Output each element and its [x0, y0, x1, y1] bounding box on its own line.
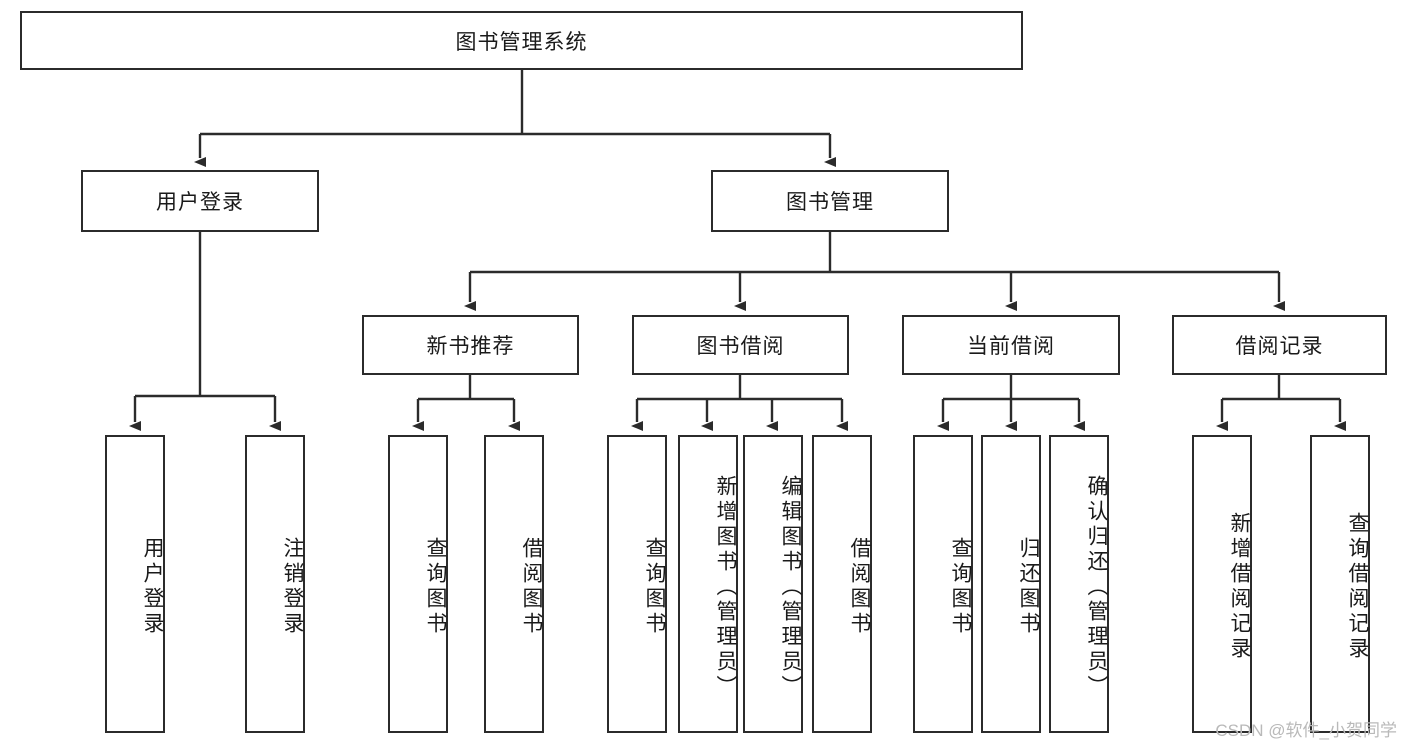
leaf-user-login-login[interactable]: 用户登录: [105, 435, 165, 733]
node-label: 归还图书: [1017, 537, 1040, 637]
leaf-book-borrow-add[interactable]: 新增图书（管理员）: [678, 435, 738, 733]
node-label: 图书借阅: [696, 335, 785, 358]
node-user-login[interactable]: 用户登录: [81, 170, 319, 232]
node-label: 图书管理: [786, 191, 874, 214]
leaf-current-borrow-return[interactable]: 归还图书: [981, 435, 1041, 733]
node-label: 图书管理系统: [455, 30, 588, 54]
leaf-new-book-query[interactable]: 查询图书: [388, 435, 448, 733]
node-label: 用户登录: [156, 191, 244, 214]
node-label: 借阅记录: [1235, 335, 1324, 358]
leaf-user-login-logout[interactable]: 注销登录: [245, 435, 305, 733]
leaf-current-borrow-confirm-return[interactable]: 确认归还（管理员）: [1049, 435, 1109, 733]
node-label: 查询图书: [949, 537, 972, 637]
node-new-book-recommend[interactable]: 新书推荐: [362, 315, 579, 375]
node-label: 确认归还（管理员）: [1085, 474, 1108, 700]
node-label: 用户登录: [141, 537, 164, 637]
leaf-new-book-borrow[interactable]: 借阅图书: [484, 435, 544, 733]
node-label: 查询借阅记录: [1346, 512, 1369, 662]
node-label: 当前借阅: [967, 335, 1055, 358]
node-root-system[interactable]: 图书管理系统: [20, 11, 1023, 70]
node-label: 新增图书（管理员）: [714, 474, 737, 700]
node-label: 新书推荐: [426, 335, 515, 358]
node-label: 查询图书: [643, 537, 666, 637]
leaf-book-borrow-edit[interactable]: 编辑图书（管理员）: [743, 435, 803, 733]
node-borrow-record[interactable]: 借阅记录: [1172, 315, 1387, 375]
csdn-watermark: CSDN @软件_小贺同学: [1215, 721, 1397, 740]
node-label: 查询图书: [424, 537, 447, 637]
node-label: 编辑图书（管理员）: [779, 474, 802, 700]
leaf-borrow-record-query[interactable]: 查询借阅记录: [1310, 435, 1370, 733]
leaf-book-borrow-borrow[interactable]: 借阅图书: [812, 435, 872, 733]
node-label: 注销登录: [281, 537, 304, 637]
leaf-book-borrow-query[interactable]: 查询图书: [607, 435, 667, 733]
node-book-borrow[interactable]: 图书借阅: [632, 315, 849, 375]
node-label: 新增借阅记录: [1228, 512, 1251, 662]
node-label: 借阅图书: [520, 537, 543, 637]
node-current-borrow[interactable]: 当前借阅: [902, 315, 1120, 375]
node-label: 借阅图书: [848, 537, 871, 637]
leaf-current-borrow-query[interactable]: 查询图书: [913, 435, 973, 733]
node-book-management[interactable]: 图书管理: [711, 170, 949, 232]
leaf-borrow-record-add[interactable]: 新增借阅记录: [1192, 435, 1252, 733]
